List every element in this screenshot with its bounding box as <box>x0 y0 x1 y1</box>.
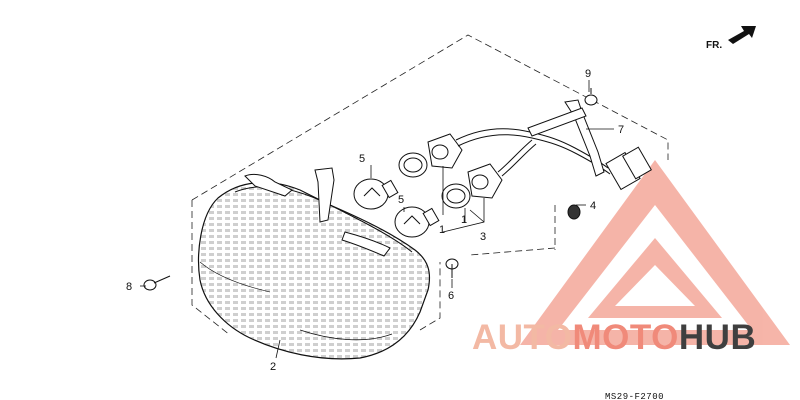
callout-2: 2 <box>270 361 276 373</box>
callout-6: 6 <box>448 290 454 302</box>
watermark-part3: HUB <box>678 318 757 357</box>
watermark-part2: MOTO <box>572 318 679 357</box>
screw-6-icon <box>445 258 459 278</box>
socket-lower-icon <box>467 163 503 199</box>
direction-arrow-icon <box>728 26 756 44</box>
watermark-part1: AUTO <box>472 318 573 357</box>
callout-9: 9 <box>585 68 591 80</box>
bulb-upper-icon <box>353 178 399 210</box>
direction-label: FR. <box>706 40 722 51</box>
callout-4: 4 <box>590 200 596 212</box>
assembly-outline <box>191 34 669 336</box>
callout-5b: 5 <box>398 194 404 206</box>
connector-icon <box>605 146 652 191</box>
harness-stay <box>527 99 605 177</box>
watermark-logo-icon <box>520 160 790 345</box>
socket-upper-icon <box>427 133 463 169</box>
callout-5a: 5 <box>359 153 365 165</box>
grommet-icon <box>567 204 581 220</box>
leader-lines <box>140 80 614 359</box>
screw-9-icon <box>584 88 598 106</box>
screw-8-icon <box>143 275 171 291</box>
tail-light-lens <box>198 181 431 360</box>
socket-ring-lower <box>441 183 471 209</box>
callout-7: 7 <box>618 124 624 136</box>
bulb-lower-icon <box>394 206 440 238</box>
socket-ring-upper <box>398 152 428 178</box>
mounting-bracket <box>244 167 391 257</box>
callout-8: 8 <box>126 281 132 293</box>
watermark-text: AUTOMOTOHUB <box>472 318 756 358</box>
callout-1a: 1 <box>439 224 445 236</box>
callout-1b: 1 <box>461 214 467 226</box>
callout-3: 3 <box>480 231 486 243</box>
diagram-code: MS29-F2700 <box>605 392 664 400</box>
